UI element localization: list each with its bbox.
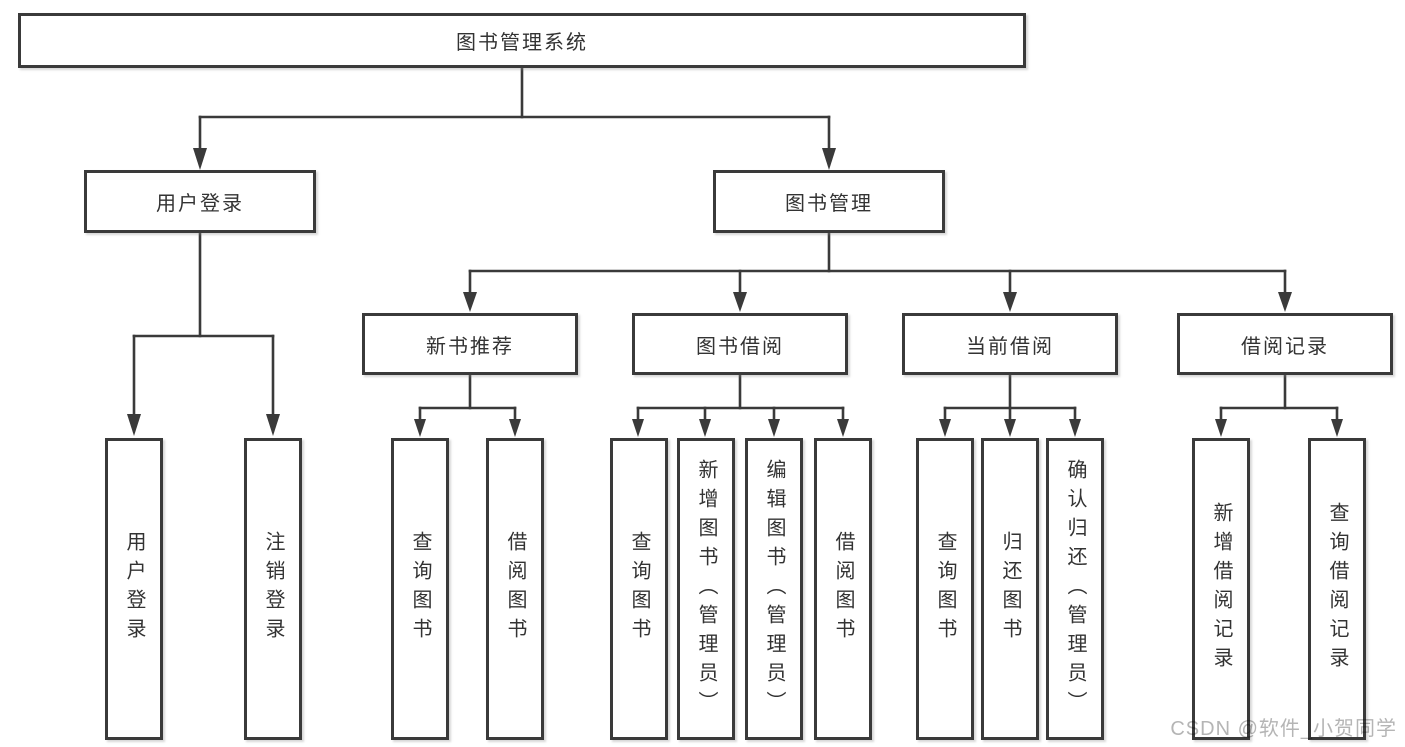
leaf-logout: 注销登录 bbox=[244, 438, 302, 740]
leaf-borrow-books-recommend: 借阅图书 bbox=[486, 438, 544, 740]
leaf-add-borrow-record-label: 新增借阅记录 bbox=[1210, 502, 1232, 676]
node-library-system-label: 图书管理系统 bbox=[456, 32, 588, 54]
node-library-system: 图书管理系统 bbox=[18, 13, 1026, 68]
leaf-user-login: 用户登录 bbox=[105, 438, 163, 740]
node-new-book-recommend-label: 新书推荐 bbox=[426, 335, 514, 358]
leaf-add-borrow-record: 新增借阅记录 bbox=[1192, 438, 1250, 740]
node-book-borrow: 图书借阅 bbox=[632, 313, 848, 375]
leaf-query-books-current-label: 查询图书 bbox=[934, 531, 956, 647]
leaf-return-books-label: 归还图书 bbox=[999, 531, 1021, 647]
leaf-return-books: 归还图书 bbox=[981, 438, 1039, 740]
leaf-query-books-current: 查询图书 bbox=[916, 438, 974, 740]
leaf-query-books-recommend: 查询图书 bbox=[391, 438, 449, 740]
leaf-query-borrow-record: 查询借阅记录 bbox=[1308, 438, 1366, 740]
leaf-confirm-return-admin-label: 确认归还（管理员） bbox=[1064, 458, 1086, 720]
csdn-watermark: CSDN @软件_小贺同学 bbox=[1170, 718, 1397, 740]
node-user-login: 用户登录 bbox=[84, 170, 316, 233]
leaf-borrow-books-recommend-label: 借阅图书 bbox=[504, 531, 526, 647]
node-borrow-records-label: 借阅记录 bbox=[1241, 335, 1329, 358]
node-book-borrow-label: 图书借阅 bbox=[696, 335, 784, 358]
leaf-confirm-return-admin: 确认归还（管理员） bbox=[1046, 438, 1104, 740]
leaf-query-books-borrow-label: 查询图书 bbox=[628, 531, 650, 647]
leaf-add-book-admin: 新增图书（管理员） bbox=[677, 438, 735, 740]
leaf-add-book-admin-label: 新增图书（管理员） bbox=[695, 458, 717, 720]
leaf-logout-label: 注销登录 bbox=[262, 531, 284, 647]
leaf-borrow-books: 借阅图书 bbox=[814, 438, 872, 740]
node-user-login-label: 用户登录 bbox=[156, 193, 244, 215]
node-current-borrow: 当前借阅 bbox=[902, 313, 1118, 375]
leaf-query-books-recommend-label: 查询图书 bbox=[409, 531, 431, 647]
leaf-query-borrow-record-label: 查询借阅记录 bbox=[1326, 502, 1348, 676]
leaf-edit-book-admin-label: 编辑图书（管理员） bbox=[763, 458, 785, 720]
node-current-borrow-label: 当前借阅 bbox=[966, 335, 1054, 358]
node-new-book-recommend: 新书推荐 bbox=[362, 313, 578, 375]
leaf-query-books-borrow: 查询图书 bbox=[610, 438, 668, 740]
leaf-borrow-books-label: 借阅图书 bbox=[832, 531, 854, 647]
node-book-management-label: 图书管理 bbox=[785, 193, 873, 215]
node-borrow-records: 借阅记录 bbox=[1177, 313, 1393, 375]
leaf-edit-book-admin: 编辑图书（管理员） bbox=[745, 438, 803, 740]
leaf-user-login-label: 用户登录 bbox=[123, 531, 145, 647]
node-book-management: 图书管理 bbox=[713, 170, 945, 233]
